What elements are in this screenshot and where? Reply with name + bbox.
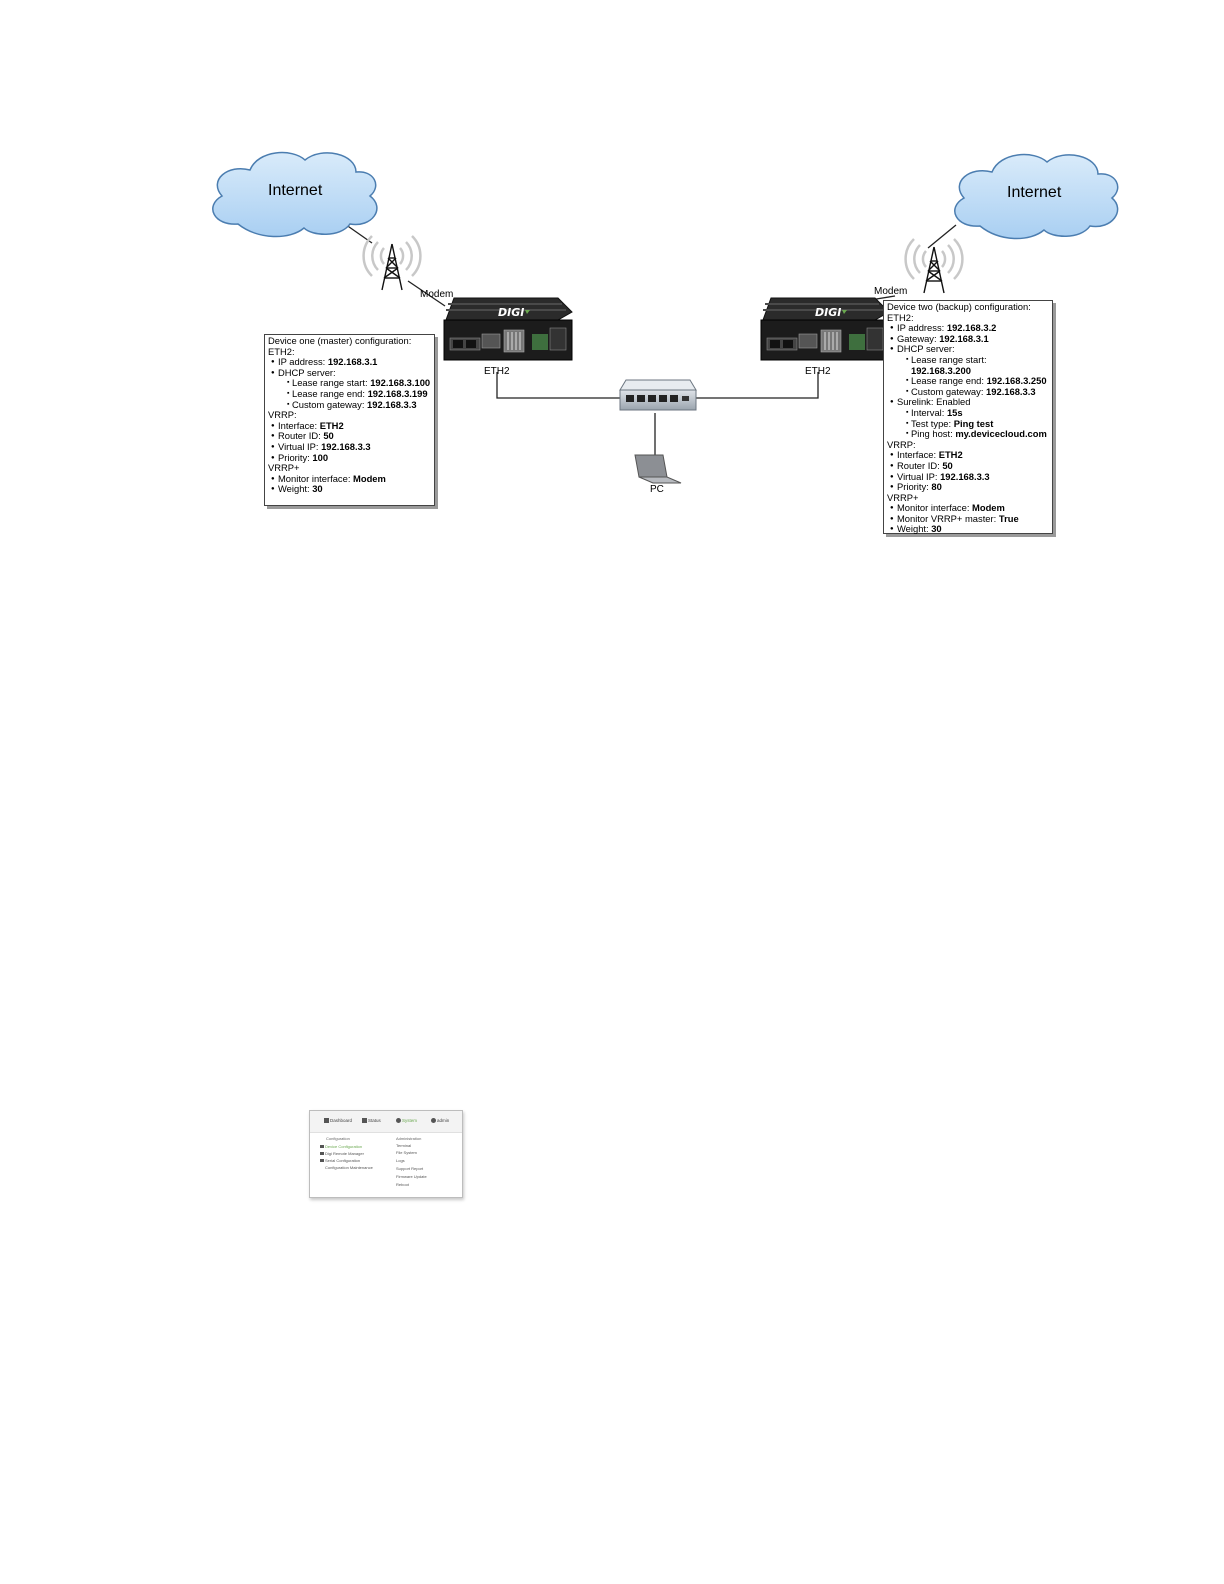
- menu-item-device-configuration[interactable]: Device Configuration: [320, 1144, 362, 1149]
- serial-icon: [320, 1159, 324, 1162]
- menu-item-configuration-maintenance[interactable]: Configuration Maintenance: [325, 1165, 373, 1170]
- config-item: Interface: ETH2: [887, 450, 1049, 461]
- config-item: Weight: 30: [887, 524, 1049, 535]
- section-heading: VRRP:: [887, 438, 916, 450]
- nav-system[interactable]: System: [396, 1118, 417, 1123]
- master-config-box: Device one (master) configuration: ETH2:…: [264, 334, 435, 506]
- eth2-label-right: ETH2: [805, 366, 831, 377]
- router-icon: DIGI: [443, 297, 573, 361]
- cell-tower-icon: [904, 238, 964, 294]
- config-item: Router ID: 50: [887, 460, 1049, 472]
- config-item: Interface: ETH2: [268, 420, 431, 432]
- cloud-icon: [320, 1152, 324, 1155]
- section-heading: ETH2:: [268, 345, 295, 357]
- config-item: Gateway: 192.168.3.1: [887, 333, 1049, 345]
- menu-item-support-report[interactable]: Support Report: [396, 1166, 424, 1171]
- menu-item-reboot[interactable]: Reboot: [396, 1182, 409, 1187]
- nav-admin[interactable]: admin: [431, 1118, 449, 1123]
- config-subitem: Custom gateway: 192.168.3.3: [887, 386, 1049, 398]
- cloud-label-right: Internet: [1007, 184, 1062, 201]
- config-item: Weight: 30: [268, 484, 431, 495]
- config-item: Monitor VRRP+ master: True: [887, 513, 1049, 525]
- system-menu-screenshot: Dashboard Status System admin Configurat…: [309, 1110, 463, 1198]
- config-subitem: Test type: Ping test: [887, 418, 1049, 430]
- laptop-icon: [634, 454, 682, 484]
- menu-item-remote-manager[interactable]: Digi Remote Manager: [320, 1151, 364, 1156]
- nav-status[interactable]: Status: [362, 1118, 381, 1123]
- config-subitem: Custom gateway: 192.168.3.3: [268, 399, 431, 411]
- pc-label: PC: [650, 484, 664, 495]
- config-item: Surelink: Enabled: [887, 397, 1049, 408]
- cell-tower-icon: [362, 235, 422, 291]
- dashboard-icon: [324, 1118, 329, 1123]
- modem-label-left: Modem: [420, 289, 453, 300]
- section-heading: VRRP:: [268, 409, 297, 421]
- config-item: Virtual IP: 192.168.3.3: [887, 471, 1049, 483]
- config-item: IP address: 192.168.3.2: [887, 322, 1049, 334]
- config-subitem: Interval: 15s: [887, 407, 1049, 419]
- cloud-icon: [954, 153, 1119, 240]
- config-item: DHCP server:: [887, 344, 1049, 355]
- menu-item-file-system[interactable]: File System: [396, 1150, 417, 1155]
- config-item: IP address: 192.168.3.1: [268, 356, 431, 368]
- config-title: Device two (backup) configuration:: [887, 301, 1031, 312]
- menu-item-firmware-update[interactable]: Firmware Update: [396, 1174, 427, 1179]
- router-brand: DIGI: [815, 306, 841, 319]
- eth2-label-left: ETH2: [484, 366, 510, 377]
- config-title: Device one (master) configuration:: [268, 335, 412, 346]
- config-subitem: Lease range start: 192.168.3.100: [268, 378, 431, 389]
- backup-config-box: Device two (backup) configuration: ETH2:…: [883, 300, 1053, 535]
- section-heading: VRRP+: [268, 462, 300, 474]
- grid-icon: [362, 1118, 367, 1123]
- config-item: Router ID: 50: [268, 431, 431, 442]
- menu-item-logs[interactable]: Logs: [396, 1158, 405, 1163]
- config-item: DHCP server:: [268, 367, 431, 379]
- wrench-icon: [320, 1145, 324, 1148]
- network-switch-icon: [619, 379, 697, 411]
- router-brand: DIGI: [498, 306, 524, 319]
- config-item: Virtual IP: 192.168.3.3: [268, 441, 431, 453]
- config-item: Monitor interface: Modem: [887, 502, 1049, 514]
- router-icon: DIGI: [760, 297, 890, 361]
- nav-dashboard[interactable]: Dashboard: [324, 1118, 352, 1123]
- config-item: Monitor interface: Modem: [268, 473, 431, 485]
- config-subitem: Lease range start: 192.168.3.200: [887, 354, 1049, 376]
- menu-item-serial-configuration[interactable]: Serial Configuration: [320, 1158, 360, 1163]
- top-nav-bar: Dashboard Status System admin: [310, 1111, 462, 1133]
- user-icon: [431, 1118, 436, 1123]
- menu-column-heading: Configuration: [326, 1136, 350, 1141]
- connection-lines: [341, 221, 957, 456]
- menu-item-terminal[interactable]: Terminal: [396, 1143, 412, 1148]
- menu-column-heading: Administration: [396, 1136, 422, 1141]
- section-heading: VRRP+: [887, 491, 919, 503]
- gear-icon: [396, 1118, 401, 1123]
- cloud-label-left: Internet: [268, 182, 323, 199]
- section-heading: ETH2:: [887, 311, 914, 323]
- config-item: Priority: 80: [887, 481, 1049, 493]
- modem-label-right: Modem: [874, 286, 907, 297]
- cloud-icon: [212, 151, 378, 238]
- config-subitem: Lease range end: 192.168.3.250: [887, 375, 1049, 387]
- config-item: Priority: 100: [268, 452, 431, 464]
- config-subitem: Lease range end: 192.168.3.199: [268, 388, 431, 400]
- config-subitem: Ping host: my.devicecloud.com: [887, 428, 1049, 440]
- network-diagram: Internet Internet: [212, 151, 1119, 495]
